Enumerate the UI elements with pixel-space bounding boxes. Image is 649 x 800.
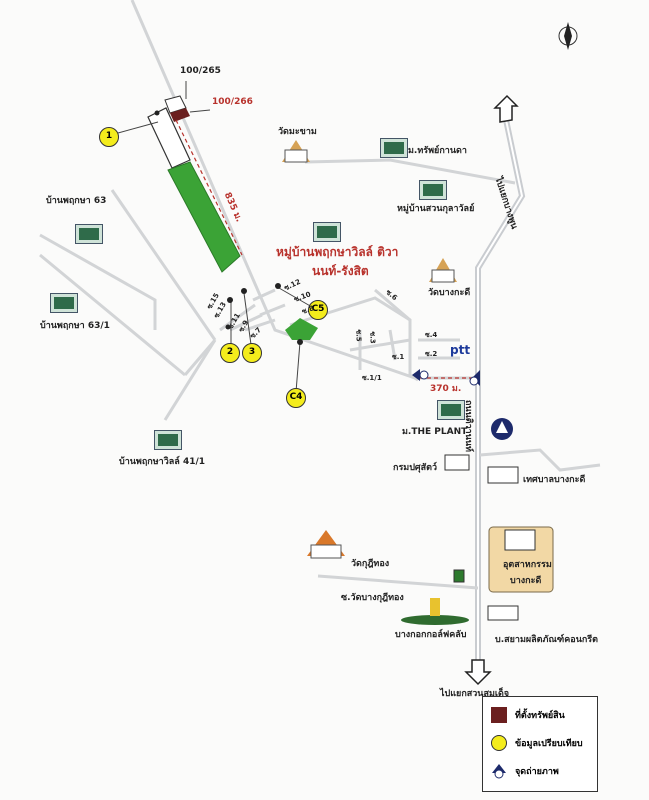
legend-label: ข้อมูลเปรียบเทียบ — [515, 739, 583, 749]
comparable-marker: 1 — [99, 127, 119, 147]
golf-icon — [401, 615, 469, 625]
comparable-marker: C4 — [286, 388, 306, 408]
golfer-figure — [430, 598, 440, 616]
north-arrow-icon — [558, 22, 578, 50]
plot-label: 100/265 — [180, 66, 221, 76]
place-label: นนท์-รังสิต — [312, 264, 369, 278]
place-label: ม.THE PLANT — [402, 427, 468, 437]
company-building-icon — [487, 605, 519, 621]
village-icon — [380, 138, 408, 158]
comparable-marker: 2 — [220, 343, 240, 363]
legend-item-property: ที่ตั้งทรัพย์สิน — [491, 707, 565, 723]
factory-icon — [504, 529, 536, 551]
village-icon — [75, 224, 103, 244]
photo-points — [412, 369, 480, 386]
place-label: ม.ทรัพย์กานดา — [408, 146, 467, 156]
soi-label: ซ.4 — [425, 331, 438, 339]
legend-item-comparable: ข้อมูลเปรียบเทียบ — [491, 735, 583, 751]
comparable-marker: 3 — [242, 343, 262, 363]
comparable-marker: C5 — [308, 300, 328, 320]
municipality-building-icon — [487, 466, 519, 484]
legend-label: ที่ตั้งทรัพย์สิน — [515, 711, 565, 721]
place-label: บ้านพฤกษา 63/1 — [40, 321, 110, 331]
roads — [39, 0, 601, 660]
place-label: วัดกุฎีทอง — [351, 559, 390, 569]
road-north — [304, 158, 516, 185]
village-icon — [313, 222, 341, 242]
place-label: อุตสาหกรรม — [503, 560, 552, 570]
place-label: วัดมะขาม — [278, 127, 317, 137]
ptt-logo: ptt — [450, 343, 471, 357]
soi-label: ซ.5 — [354, 329, 363, 342]
road-label: ถนนติวานนท์ — [463, 400, 473, 452]
place-label: ซ.วัดบางกุฎีทอง — [341, 593, 404, 603]
distance-soi-label: 370 ม. — [430, 384, 462, 394]
property-marker — [170, 108, 190, 122]
temple-icons — [282, 140, 457, 559]
place-label: หมู่บ้านสวนกุลาวัลย์ — [397, 204, 475, 214]
village-icon — [50, 293, 78, 313]
village-icon — [419, 180, 447, 200]
road-label: ไปแยกสวนสมเด็จ — [440, 689, 510, 699]
soi-label: ซ.1 — [392, 353, 405, 361]
arrow-south-icon — [464, 659, 492, 686]
legend-label: จุดถ่ายภาพ — [515, 767, 559, 777]
place-label: วัดบางกะดี — [428, 288, 471, 298]
bank-icon — [491, 418, 513, 440]
legend: ที่ตั้งทรัพย์สิน ข้อมูลเปรียบเทียบ จุดถ่… — [482, 696, 598, 792]
property-swatch-icon — [491, 707, 507, 723]
property-label: 100/266 — [212, 97, 253, 107]
green-area-2 — [285, 318, 318, 340]
comparable-swatch-icon — [491, 735, 507, 751]
road-left-2 — [39, 233, 157, 330]
road-east — [479, 448, 601, 472]
place-label: กรมปศุสัตว์ — [393, 463, 438, 473]
place-label: บางกะดี — [510, 576, 542, 586]
place-label: บ้านพฤกษา 63 — [46, 196, 107, 206]
place-label: บางกอกกอล์ฟคลับ — [395, 630, 467, 640]
seven-eleven-icon — [453, 569, 465, 583]
road-left-1 — [110, 189, 217, 341]
place-label: บ.สยามผลิตภัณฑ์คอนกรีต — [495, 635, 598, 645]
road-wat-kutithong — [317, 574, 479, 590]
road-left-3 — [39, 253, 186, 377]
legend-item-photo: จุดถ่ายภาพ — [491, 763, 559, 779]
village-icon — [437, 400, 465, 420]
government-building-icon — [444, 454, 470, 471]
photo-point-icon — [492, 764, 506, 779]
arrow-north-icon — [493, 94, 519, 123]
green-area — [167, 161, 241, 273]
site-dots — [154, 110, 303, 345]
soi-label: ซ.2 — [425, 350, 438, 358]
place-label: บ้านพฤกษาวิลล์ 41/1 — [119, 457, 206, 467]
place-label: หมู่บ้านพฤกษาวิลล์ ติวา — [276, 245, 399, 259]
soi-label: ซ.1/1 — [362, 374, 382, 382]
village-icon — [154, 430, 182, 450]
soi-network — [289, 296, 412, 375]
soi-label: ซ.3 — [368, 331, 377, 344]
road-to-41-1 — [163, 339, 217, 421]
place-label: เทศบาลบางกะดี — [523, 475, 586, 485]
plot-outline — [147, 107, 191, 169]
